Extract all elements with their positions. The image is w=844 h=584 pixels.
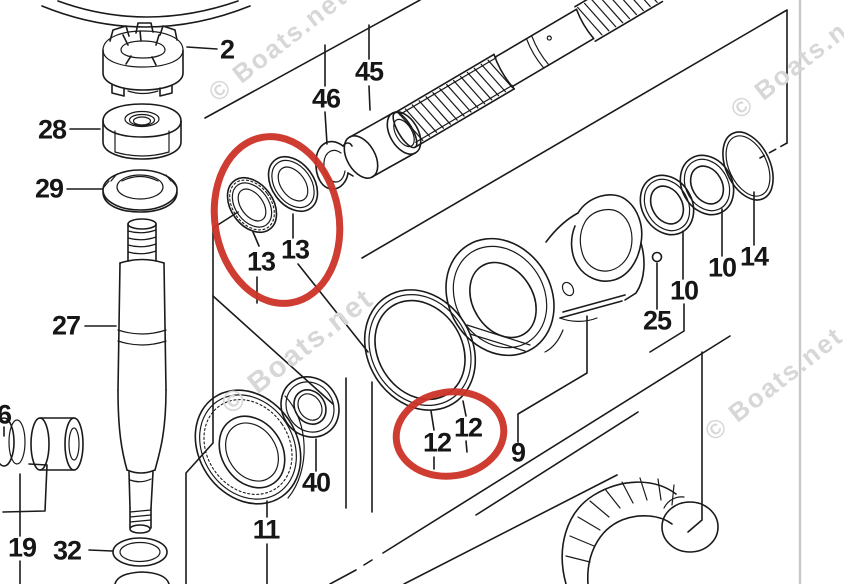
part-number-label: 46 — [311, 83, 341, 114]
part-number-label: 2 — [219, 34, 235, 65]
bearing-carrier — [445, 194, 645, 357]
leader-13-right — [292, 213, 369, 353]
retaining-ring — [722, 131, 774, 201]
highlight-ellipse — [392, 388, 508, 480]
oil-seal-lower — [280, 376, 340, 438]
leader-45 — [368, 24, 371, 111]
highlight-ellipse — [210, 133, 344, 307]
leader-32 — [88, 549, 113, 552]
bearing-race-a — [639, 174, 695, 236]
leader-9 — [517, 315, 588, 443]
top-ring-arc — [41, 0, 251, 28]
part-number-label: 19 — [7, 532, 37, 563]
part-number-label: 29 — [34, 173, 64, 204]
part-number-label: 12 — [453, 412, 483, 443]
panel-outlines — [185, 0, 788, 584]
castle-nut — [102, 22, 184, 97]
bushing — [343, 111, 422, 179]
drive-shaft — [392, 0, 664, 149]
leader-2 — [186, 46, 218, 50]
leader-12-left — [430, 410, 435, 470]
small-roller-bearings — [0, 417, 84, 471]
part-number-label: 11 — [252, 514, 281, 545]
lock-washer — [112, 537, 170, 584]
part-number-label: 27 — [51, 310, 81, 341]
pinion-gear — [561, 477, 719, 584]
part-number-label: 10 — [669, 275, 699, 306]
highlight-ellipses — [210, 133, 508, 480]
part-number-label: 13 — [246, 246, 276, 277]
part-number-label: 12 — [422, 427, 452, 458]
bracket-19 — [2, 463, 48, 513]
hex-nut — [102, 103, 182, 160]
part-number-label: 25 — [642, 305, 672, 336]
part-number-label: 13 — [280, 234, 310, 265]
part-number-label: 45 — [354, 56, 384, 87]
detent-ball — [651, 251, 663, 263]
part-number-label: 9 — [510, 437, 526, 468]
propeller-shaft — [117, 218, 167, 534]
oil-seal-left — [226, 176, 278, 234]
part-number-label: 28 — [37, 114, 67, 145]
thrust-bearing — [102, 169, 178, 213]
oil-seal-right — [267, 155, 319, 213]
leader-10a — [649, 230, 685, 353]
part-number-label: 32 — [52, 535, 82, 566]
part-number-label: 14 — [739, 241, 769, 272]
part-number-label: 10 — [707, 252, 737, 283]
leader-12-right — [462, 400, 468, 453]
part-number-label: 40 — [301, 467, 331, 498]
part-number-label: 6 — [0, 399, 12, 430]
